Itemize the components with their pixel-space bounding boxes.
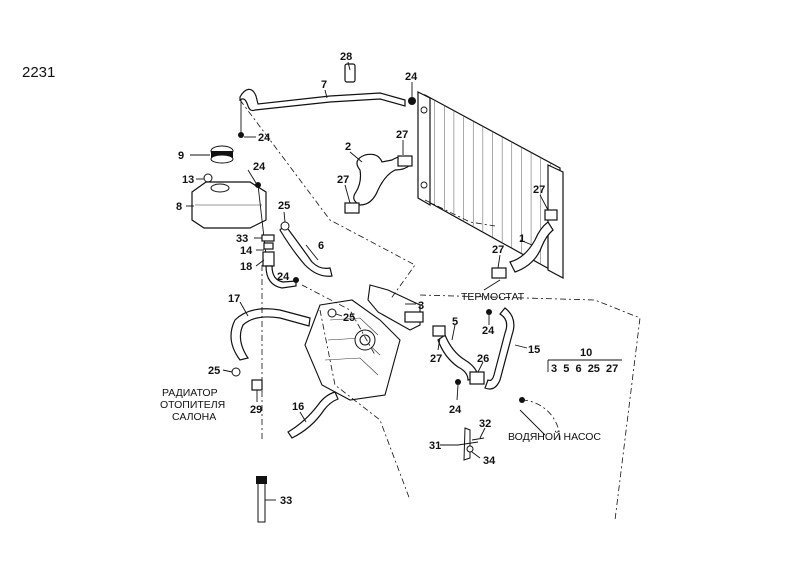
part-label: 28 <box>340 51 352 63</box>
radiator <box>417 91 564 279</box>
part-label: 2 <box>345 141 351 153</box>
kit-group: 10 3 5 6 25 27 <box>551 347 618 375</box>
clamp-24-a <box>238 132 244 138</box>
part-label: 24 <box>277 271 290 283</box>
water-pump-outline <box>521 399 561 441</box>
part-label: 27 <box>396 129 408 141</box>
part-label: 25 <box>278 200 290 212</box>
clamp-25-b <box>327 308 337 318</box>
hose-15 <box>484 307 515 390</box>
part-label: 24 <box>482 325 495 337</box>
part-label: 32 <box>479 418 491 430</box>
clamp-25-a <box>280 221 290 231</box>
part-label: 14 <box>240 245 253 257</box>
clamp-25-c <box>231 367 241 377</box>
clamp-27-b <box>344 202 360 214</box>
clamp-24-top <box>408 97 416 105</box>
part-label: 24 <box>258 132 271 144</box>
part-label: 3 <box>418 300 424 312</box>
part-labels: 28 7 24 24 9 24 13 8 25 33 14 18 24 2 27… <box>176 51 545 507</box>
reference-lines <box>239 99 641 521</box>
part-label: 31 <box>429 440 441 452</box>
thermostat-label: ТЕРМОСТАТ <box>461 291 525 303</box>
part-label: 29 <box>250 404 262 416</box>
part-label: 18 <box>240 261 252 273</box>
clip-29 <box>251 379 263 391</box>
part-label: 17 <box>228 293 240 305</box>
clamp-27-e <box>432 325 446 337</box>
part-label: 16 <box>292 401 304 413</box>
hose-16 <box>287 391 339 439</box>
part-label: 27 <box>430 353 442 365</box>
connector-18 <box>262 251 275 267</box>
part-label: 33 <box>236 233 248 245</box>
heater-label-2: ОТОПИТЕЛЯ <box>160 399 225 411</box>
water-pump-label: ВОДЯНОЙ НАСОС <box>508 430 601 443</box>
diagram-number: 2231 <box>22 64 55 81</box>
part-label: 9 <box>178 150 184 162</box>
cable-strap-33 <box>256 476 267 523</box>
part-label: 27 <box>492 244 504 256</box>
part-label: 5 <box>452 316 458 328</box>
clamp-27-c <box>544 209 558 221</box>
clamp-27-a <box>397 155 413 167</box>
part-label: 7 <box>321 79 327 91</box>
hose-7 <box>239 88 406 112</box>
clamp-24-e <box>455 379 461 385</box>
leader-lines <box>186 61 622 501</box>
heater-label-1: РАДИАТОР <box>162 387 218 399</box>
part-label: 34 <box>483 455 496 467</box>
clamp-24-d <box>486 309 492 315</box>
part-label: 24 <box>449 404 462 416</box>
part-label: 1 <box>519 233 525 245</box>
filler-cap-9 <box>210 145 234 164</box>
hose-2 <box>353 153 411 206</box>
part-label: 24 <box>405 71 418 83</box>
engine-block <box>304 299 401 401</box>
hose-6 <box>279 224 333 277</box>
part-label: 25 <box>208 365 220 377</box>
clamp-27-d <box>491 267 507 279</box>
part-label: 27 <box>337 174 349 186</box>
hose-1 <box>509 221 554 273</box>
kit-group-total: 10 <box>580 347 592 359</box>
clamp-24-c <box>293 277 299 283</box>
fitting-14 <box>263 242 274 250</box>
bracket-33 <box>261 234 275 242</box>
hose-5 <box>437 334 479 381</box>
part-label: 24 <box>253 161 266 173</box>
part-label: 27 <box>533 184 545 196</box>
bracket-31 <box>457 427 485 461</box>
expansion-tank-8 <box>191 181 267 229</box>
heater-label-3: САЛОНА <box>172 411 216 423</box>
part-label: 13 <box>182 174 194 186</box>
thermostat-housing-3 <box>367 284 424 331</box>
part-label: 15 <box>528 344 540 356</box>
part-label: 6 <box>318 240 324 252</box>
bolt-13 <box>203 173 213 183</box>
part-label: 26 <box>477 353 489 365</box>
clamp-26 <box>469 371 485 385</box>
kit-group-members: 3 5 6 25 27 <box>551 363 618 375</box>
part-label: 8 <box>176 201 182 213</box>
part-label: 33 <box>280 495 292 507</box>
clip-28 <box>344 63 356 83</box>
hose-17 <box>230 308 311 361</box>
part-label: 25 <box>343 312 355 324</box>
